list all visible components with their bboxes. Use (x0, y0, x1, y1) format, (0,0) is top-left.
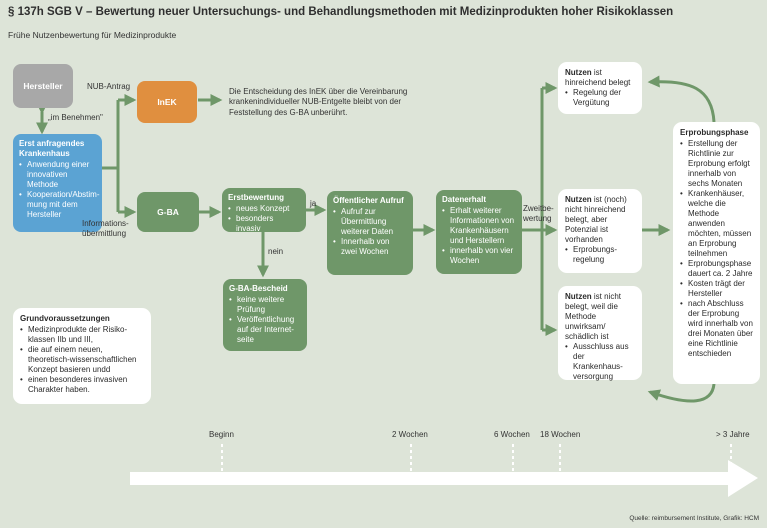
nutzen-potenzial-text: ist (noch) nicht hinreichend belegt, abe… (565, 195, 627, 244)
gba-bescheid-title: G-BA-Bescheid (229, 284, 288, 293)
gba-bescheid-item: keine weitere Prüfung (229, 295, 301, 315)
krankenhaus-item: Kooperation/Abstim­mung mit dem Herstell… (19, 190, 100, 220)
nutzen-potenzial-box: Nutzen ist (noch) nicht hinreichend bele… (558, 189, 642, 273)
page-title: § 137h SGB V – Bewertung neuer Untersuch… (8, 6, 674, 18)
inek-note: Die Entscheidung des InEK über die Verei… (229, 87, 408, 117)
grundvoraussetzungen-item: die auf einem neuen, theoretisch-wissens… (20, 345, 144, 375)
timeline-label-6-wochen: 6 Wochen (494, 430, 530, 439)
nutzen-potenzial-item: Erprobungs-regelung (565, 245, 635, 265)
erprobungsphase-item: Erprobungsphase dauert ca. 2 Jahre (680, 259, 753, 279)
aufruf-item: Aufruf zur Übermittlung weiterer Daten (333, 207, 407, 237)
gba-box: G-BA (137, 192, 199, 232)
im-benehmen-label: „im Benehmen" (48, 113, 103, 122)
nub-antrag-label: NUB-Antrag (87, 82, 131, 91)
krankenhaus-title: Erst anfragendes Krankenhaus (19, 139, 85, 158)
erprobungsphase-box: Erprobungsphase Erstellung der Richtlini… (673, 122, 760, 384)
grundvoraussetzungen-item: Medizinprodukte der Risiko-klassen IIb u… (20, 325, 144, 345)
grundvoraussetzungen-item: einen besonderes invasiven Charakter hab… (20, 375, 144, 395)
nutzen-potenzial-bold: Nutzen (565, 195, 592, 204)
aufruf-box: Öffentlicher Aufruf Aufruf zur Übermittl… (327, 191, 413, 275)
erstbewertung-item: besonders invasiv (228, 214, 300, 234)
aufruf-title: Öffentlicher Aufruf (333, 196, 404, 205)
nutzen-nicht-belegt-item: Ausschluss aus der Krankenhaus-versorgun… (565, 342, 635, 382)
datenerhalt-box: Datenerhalt Erhalt weiterer Informatione… (436, 190, 522, 274)
grundvoraussetzungen-box: Grundvoraussetzungen Medizinprodukte der… (13, 308, 151, 404)
timeline-label-18-wochen: 18 Wochen (540, 430, 581, 439)
erprobungsphase-item: Erstellung der Richtlinie zur Erprobung … (680, 139, 753, 189)
datenerhalt-item: innerhalb von vier Wochen (442, 246, 516, 266)
page-subtitle: Frühe Nutzenbewertung für Medizinprodukt… (8, 30, 177, 40)
timeline-label-2-wochen: 2 Wochen (392, 430, 428, 439)
inek-label: InEK (157, 96, 177, 107)
datenerhalt-title: Datenerhalt (442, 195, 487, 204)
nein-label: nein (268, 247, 284, 256)
nutzen-belegt-bold: Nutzen (565, 68, 592, 77)
grundvoraussetzungen-title: Grundvoraussetzungen (20, 314, 110, 323)
erstbewertung-box: Erstbewertung neues Konzept besonders in… (222, 188, 306, 234)
nutzen-nicht-belegt-box: Nutzen ist nicht belegt, weil die Method… (558, 286, 642, 382)
erprobungsphase-title: Erprobungsphase (680, 128, 749, 137)
erprobungsphase-item: Krankenhäuser, welche die Methode anwend… (680, 189, 753, 259)
nutzen-belegt-text: ist hinreichend belegt (565, 68, 631, 87)
informationsuebermittlung-label: Informations-übermittlung (82, 219, 129, 238)
hersteller-box: Hersteller (13, 64, 73, 108)
krankenhaus-item: Anwendung einer innovativen Methode (19, 160, 96, 190)
erstbewertung-title: Erstbewertung (228, 193, 285, 202)
gba-label: G-BA (157, 206, 179, 217)
timeline-label-3-jahre: > 3 Jahre (716, 430, 750, 439)
nutzen-belegt-item: Regelung der Vergütung (565, 88, 635, 108)
krankenhaus-box: Erst anfragendes Krankenhaus Anwendung e… (13, 134, 102, 232)
aufruf-item: Innerhalb von zwei Wochen (333, 237, 407, 257)
nutzen-nicht-belegt-text: ist nicht belegt, weil die Methode unwir… (565, 292, 622, 341)
timeline-label-beginn: Beginn (209, 430, 234, 439)
nutzen-belegt-box: Nutzen ist hinreichend belegt Regelung d… (558, 62, 642, 114)
erstbewertung-item: neues Konzept (228, 204, 300, 214)
gba-bescheid-box: G-BA-Bescheid keine weitere Prüfung Verö… (223, 279, 307, 351)
hersteller-label: Hersteller (23, 80, 63, 91)
source-note: Quelle: reimbursement Institute, Grafik:… (629, 515, 759, 522)
inek-box: InEK (137, 81, 197, 123)
datenerhalt-item: Erhalt weiterer Informationen von Kranke… (442, 206, 516, 246)
zweitbewertung-label: Zweitbe-wertung (523, 204, 554, 223)
gba-bescheid-item: Veröffentlichung auf der Internet-seite (229, 315, 301, 345)
nutzen-nicht-belegt-bold: Nutzen (565, 292, 592, 301)
ja-label: ja (310, 199, 317, 208)
erprobungsphase-item: nach Abschluss der Erprobung wird innerh… (680, 299, 753, 359)
erprobungsphase-item: Kosten trägt der Hersteller (680, 279, 753, 299)
